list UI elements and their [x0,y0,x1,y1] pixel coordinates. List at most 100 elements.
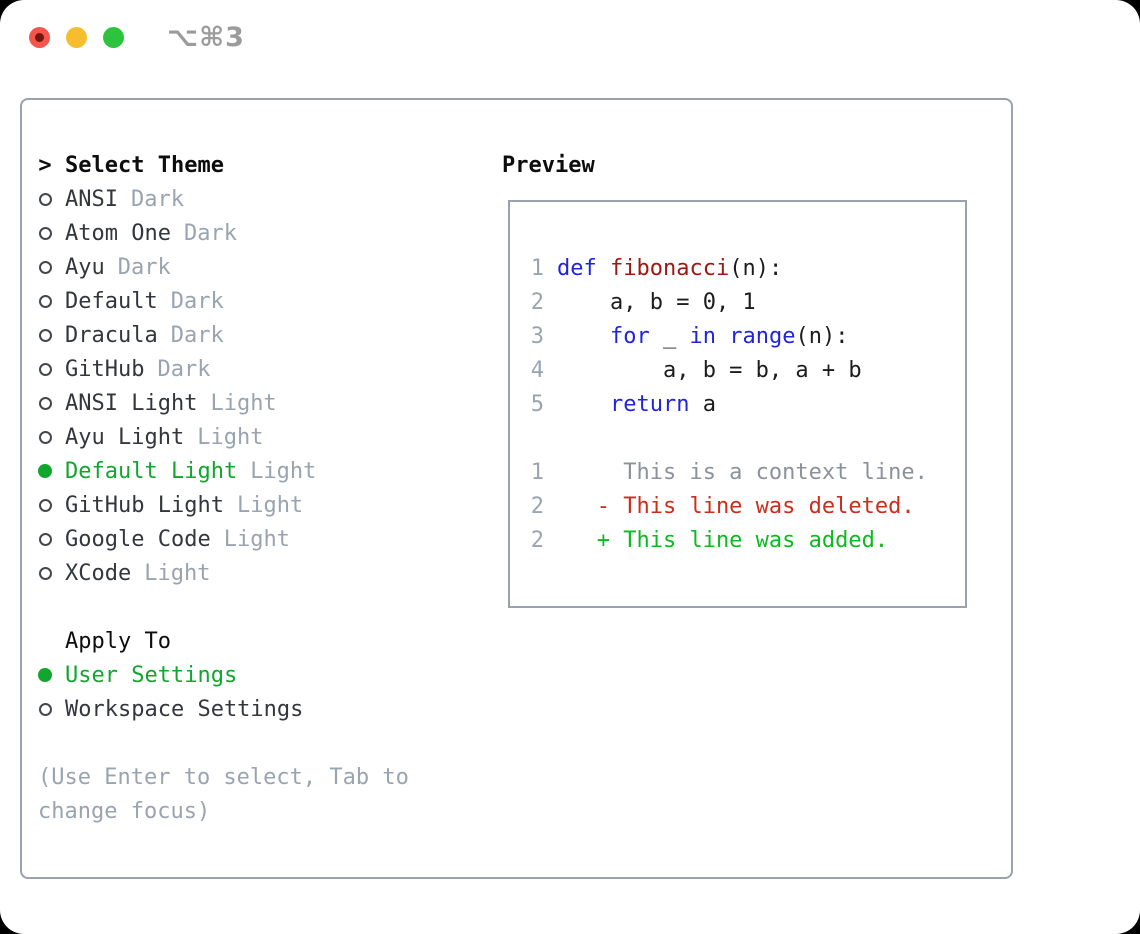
code-token: (n): [729,255,783,281]
theme-name: Default [65,288,158,314]
focus-prompt-icon: > [38,152,52,178]
theme-name: Dracula [65,322,158,348]
spacer [530,421,928,455]
diff-text: - This line was deleted. [557,493,915,519]
radio-icon [38,226,52,240]
theme-option-xcode-light[interactable]: XCode Light [38,556,409,590]
theme-variant: Dark [170,322,224,348]
code-token: return [609,391,690,417]
code-token: _ [649,323,690,349]
theme-variant: Light [210,390,277,416]
code-text: a, b = 0, 1 [557,290,756,315]
radio-selected-icon [38,668,52,682]
code-token [597,256,610,281]
theme-variant: Light [250,458,317,484]
radio-icon [38,294,52,308]
theme-list: > Select Theme ANSI Dark Atom One Dark A… [38,148,409,828]
code-token: fibonacci [610,255,730,281]
preview-pane [508,200,967,608]
theme-option-ansi-light[interactable]: ANSI Light Light [38,386,409,420]
code-token [716,324,729,349]
close-button[interactable] [29,27,50,48]
code-token: for [609,323,650,349]
radio-icon [38,396,52,410]
zoom-button[interactable] [103,27,124,48]
line-number: 4 [530,357,544,383]
apply-to-title: Apply To [65,628,171,654]
code-line: 3 for _ in range(n): [530,319,928,353]
theme-variant: Light [144,560,211,586]
diff-line-context: 1 This is a context line. [530,455,928,489]
line-number: 2 [530,527,544,553]
theme-name: Ayu Light [65,424,185,450]
theme-variant: Dark [183,220,237,246]
preview-code: 1 def fibonacci(n): 2 a, b = 0, 1 3 for … [530,251,928,557]
code-line: 4 a, b = b, a + b [530,353,928,387]
code-line: 5 return a [530,387,928,421]
spacer [38,726,409,760]
radio-selected-icon [38,464,52,478]
radio-icon [38,260,52,274]
code-token [557,324,610,349]
radio-icon [38,532,52,546]
radio-icon [38,192,52,206]
diff-text: This is a context line. [557,459,928,485]
radio-icon [38,328,52,342]
code-token: (n): [795,323,849,349]
select-theme-title: Select Theme [65,152,224,178]
theme-variant: Dark [157,356,211,382]
hint-text-line2: change focus) [38,798,211,824]
code-token: in [689,323,716,349]
hint-text-line1: (Use Enter to select, Tab to [38,764,409,790]
theme-option-ayu-dark[interactable]: Ayu Dark [38,250,409,284]
traffic-lights [29,27,124,48]
theme-variant: Dark [130,186,184,212]
theme-option-ansi-dark[interactable]: ANSI Dark [38,182,409,216]
theme-option-ayu-light[interactable]: Ayu Light Light [38,420,409,454]
code-token: def [557,255,597,281]
theme-name: XCode [65,560,132,586]
code-text: return a [557,392,716,417]
radio-icon [38,498,52,512]
radio-icon [38,430,52,444]
theme-option-github-dark[interactable]: GitHub Dark [38,352,409,386]
diff-line-deleted: 2 - This line was deleted. [530,489,928,523]
theme-option-github-light[interactable]: GitHub Light Light [38,488,409,522]
minimize-button[interactable] [66,27,87,48]
code-token [557,392,610,417]
theme-variant: Dark [117,254,171,280]
select-theme-header: > Select Theme [38,148,409,182]
theme-name: Atom One [65,220,171,246]
spacer [38,590,409,624]
diff-text: + This line was added. [557,527,889,553]
code-token: range [729,323,796,349]
diff-line-added: 2 + This line was added. [530,523,928,557]
theme-variant: Dark [170,288,224,314]
theme-name: Google Code [65,526,211,552]
theme-option-default-dark[interactable]: Default Dark [38,284,409,318]
apply-option-workspace-settings[interactable]: Workspace Settings [38,692,409,726]
preview-title: Preview [502,152,595,178]
apply-to-header: Apply To [38,624,409,658]
line-number: 3 [530,323,544,349]
theme-option-atom-one-dark[interactable]: Atom One Dark [38,216,409,250]
code-token: a, b = 0, 1 [557,289,756,315]
line-number: 1 [530,459,544,485]
theme-variant: Light [197,424,264,450]
theme-option-default-light[interactable]: Default Light Light [38,454,409,488]
theme-variant: Light [223,526,290,552]
window-shortcut-label: ⌥⌘3 [167,22,245,53]
apply-option-label: User Settings [65,662,238,688]
code-text: a, b = b, a + b [557,358,862,383]
radio-icon [38,566,52,580]
theme-name: GitHub [65,356,145,382]
apply-option-user-settings[interactable]: User Settings [38,658,409,692]
line-number: 1 [530,255,544,281]
code-line: 1 def fibonacci(n): [530,251,928,285]
theme-option-dracula-dark[interactable]: Dracula Dark [38,318,409,352]
line-number: 5 [530,391,544,417]
theme-name: Ayu [65,254,105,280]
apply-option-label: Workspace Settings [65,696,304,722]
theme-option-google-code-light[interactable]: Google Code Light [38,522,409,556]
